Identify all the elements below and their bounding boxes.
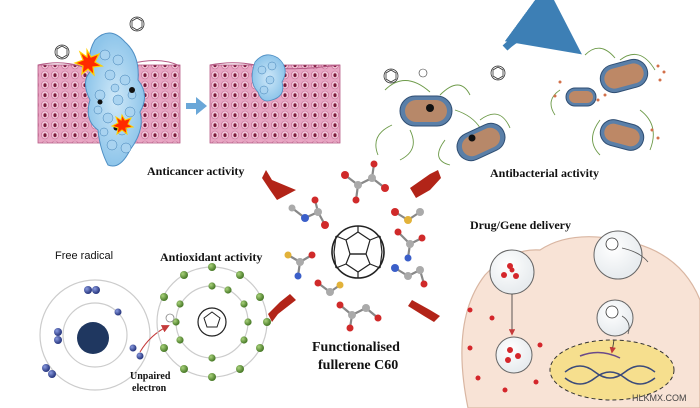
damaged-bacterium	[565, 87, 597, 107]
fullerene-icon	[605, 237, 619, 319]
treatment-arrow	[186, 97, 207, 115]
label-center-line2: fullerene C60	[318, 358, 399, 373]
damaged-bacterium	[599, 119, 645, 151]
arrow-to-antioxidant	[268, 294, 296, 322]
central-fullerene	[331, 225, 385, 279]
label-unpaired: Unpaired	[130, 371, 171, 382]
explosion-icon	[110, 113, 135, 136]
anticancer-panel	[37, 16, 341, 167]
fullerene-icon	[383, 68, 399, 84]
label-anticancer: Anticancer activity	[147, 164, 245, 178]
watermark: HLKMX.COM	[632, 393, 687, 403]
damaged-bacterium	[599, 58, 649, 94]
bacterium	[456, 122, 506, 162]
explosion-icon	[73, 47, 104, 77]
bacterium	[399, 95, 453, 127]
arrow-to-drug-delivery	[408, 300, 440, 322]
free-radical-atom	[39, 279, 151, 391]
label-center-line1: Functionalised	[312, 340, 400, 355]
molecule	[344, 163, 386, 201]
drug-delivery-cell	[461, 230, 700, 408]
label-antioxidant: Antioxidant activity	[160, 250, 263, 264]
antioxidant-atom	[156, 263, 271, 381]
fullerene-icon	[54, 44, 70, 60]
label-drug-gene: Drug/Gene delivery	[470, 218, 571, 232]
antibacterial-panel	[375, 0, 666, 166]
arrow-to-antibacterial	[410, 170, 441, 198]
direction-arrows	[262, 170, 441, 322]
label-free-radical: Free radical	[55, 250, 114, 262]
fullerene-icon	[490, 65, 506, 81]
arrow-to-anticancer	[262, 170, 296, 200]
molecule	[339, 304, 379, 329]
fullerene-icon	[129, 16, 145, 32]
label-electron: electron	[132, 383, 167, 394]
label-antibacterial: Antibacterial activity	[490, 166, 599, 180]
curved-arrow	[502, 0, 582, 55]
electron-transfer-arrow	[139, 325, 170, 353]
